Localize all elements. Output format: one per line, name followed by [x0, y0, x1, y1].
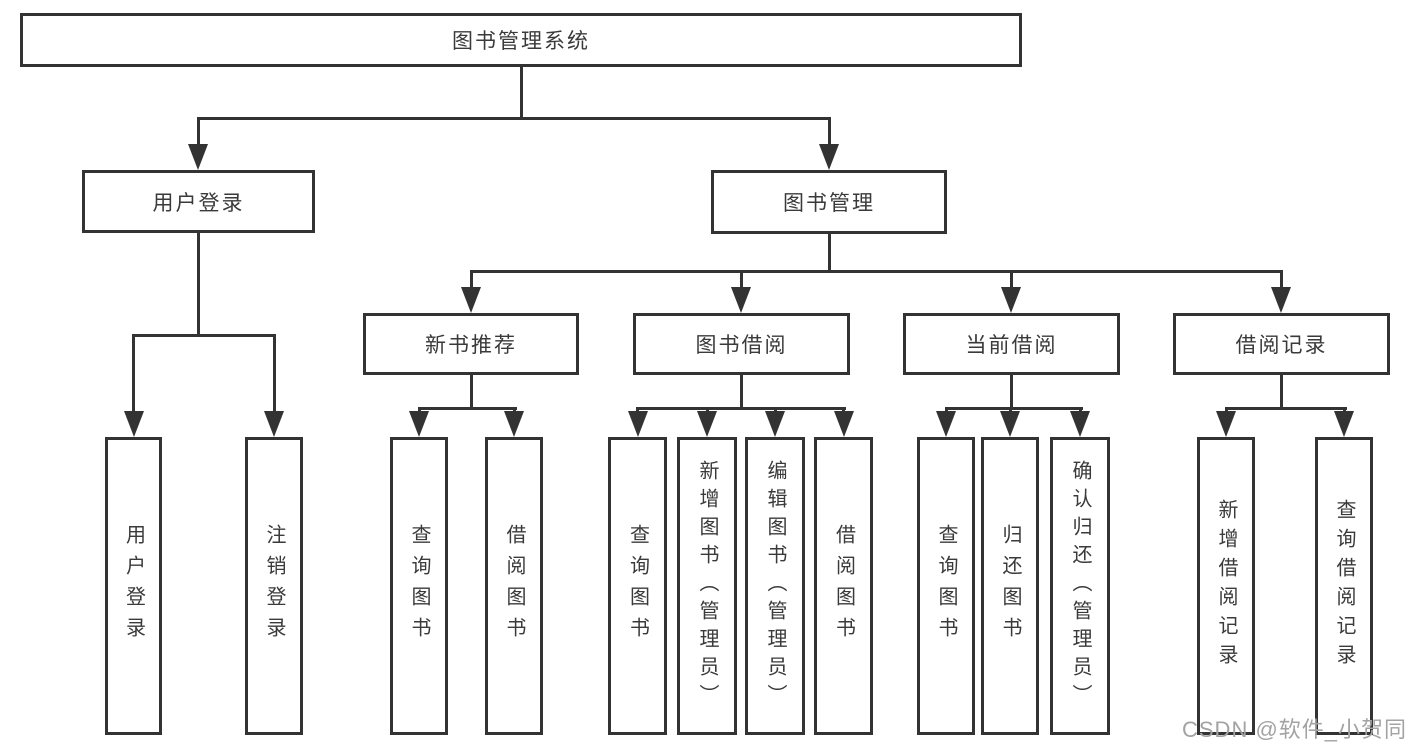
arrowhead-leaf [409, 411, 429, 437]
arrowhead-new-book [461, 287, 481, 313]
leaf-user-login-label: 用户登录 [122, 524, 145, 648]
leaf-user-login: 用户登录 [105, 437, 162, 735]
node-book-borrow-label: 图书借阅 [695, 334, 788, 357]
leaf-edit-books-admin-label: 编辑图书（管理员） [764, 460, 786, 712]
connector-borrow-records-stem [1280, 374, 1283, 410]
connector-book-borrow-stem [740, 374, 743, 410]
node-book-management-label: 图书管理 [783, 192, 875, 215]
connector-drop-book-borrow [740, 270, 743, 289]
connector-rail-new-book [418, 407, 517, 410]
arrowhead-leaf [834, 411, 854, 437]
arrowhead-leaf [1000, 411, 1020, 437]
leaf-logout-label: 注销登录 [263, 524, 285, 648]
node-library-system: 图书管理系统 [20, 13, 1022, 67]
leaf-edit-books-admin: 编辑图书（管理员） [745, 437, 805, 735]
leaf-borrow-books-recommend-label: 借阅图书 [503, 524, 525, 648]
connector-new-book-stem [470, 374, 473, 410]
watermark: CSDN @软件_小贺同学 [1182, 717, 1405, 742]
leaf-query-books-recommend-label: 查询图书 [408, 524, 430, 648]
arrowhead-leaf [697, 411, 717, 437]
arrowhead-borrow-records [1271, 287, 1291, 313]
connector-user-login-stem [197, 232, 200, 337]
leaf-query-books-borrow-label: 查询图书 [626, 524, 649, 648]
leaf-borrow-books-label: 借阅图书 [832, 524, 855, 648]
node-new-book-recommend: 新书推荐 [363, 313, 579, 375]
node-borrow-records-label: 借阅记录 [1235, 334, 1328, 357]
leaf-return-books-label: 归还图书 [999, 524, 1021, 648]
leaf-query-books-recommend: 查询图书 [390, 437, 448, 735]
connector-level2-rail [470, 270, 1282, 273]
leaf-add-books-admin: 新增图书（管理员） [677, 437, 737, 735]
leaf-add-borrow-record-label: 新增借阅记录 [1215, 499, 1237, 673]
arrowhead-leaf [504, 411, 524, 437]
arrowhead-current-borrow [1001, 287, 1021, 313]
node-new-book-recommend-label: 新书推荐 [425, 334, 517, 357]
connector-user-login-rail [132, 334, 276, 337]
leaf-logout: 注销登录 [245, 437, 303, 735]
node-book-management: 图书管理 [711, 170, 947, 234]
connector-drop-borrow-records [1280, 270, 1283, 289]
connector-root-stem [520, 66, 523, 119]
arrowhead-leaf-logout [264, 411, 284, 437]
arrowhead-book-mgmt [819, 144, 839, 170]
arrowhead-leaf [1216, 411, 1236, 437]
leaf-query-books-borrow: 查询图书 [608, 437, 667, 735]
node-borrow-records: 借阅记录 [1173, 313, 1390, 375]
leaf-add-borrow-record: 新增借阅记录 [1197, 437, 1255, 735]
leaf-confirm-return-admin-label: 确认归还（管理员） [1069, 460, 1091, 712]
connector-rail-current-borrow [945, 407, 1083, 410]
node-user-login: 用户登录 [82, 170, 315, 233]
node-current-borrow: 当前借阅 [903, 313, 1120, 375]
leaf-return-books: 归还图书 [981, 437, 1039, 735]
arrowhead-book-borrow [731, 287, 751, 313]
arrowhead-leaf [765, 411, 785, 437]
arrowhead-leaf [936, 411, 956, 437]
node-library-system-label: 图书管理系统 [452, 30, 590, 53]
connector-current-borrow-stem [1010, 374, 1013, 410]
leaf-query-books-current: 查询图书 [917, 437, 975, 735]
node-current-borrow-label: 当前借阅 [965, 334, 1058, 357]
leaf-add-books-admin-label: 新增图书（管理员） [696, 460, 718, 712]
connector-book-mgmt-stem [828, 233, 831, 273]
arrowhead-leaf-login [124, 411, 144, 437]
node-book-borrow: 图书借阅 [633, 313, 850, 375]
arrowhead-user-login [188, 144, 208, 170]
connector-rail-book-borrow [636, 407, 846, 410]
connector-drop-book-mgmt [828, 117, 831, 145]
connector-drop-leaf-logout [273, 334, 276, 412]
connector-rail-borrow-records [1225, 407, 1347, 410]
connector-drop-current-borrow [1010, 270, 1013, 289]
leaf-confirm-return-admin: 确认归还（管理员） [1050, 437, 1110, 735]
arrowhead-leaf [1070, 411, 1090, 437]
arrowhead-leaf [628, 411, 648, 437]
connector-drop-new-book [470, 270, 473, 289]
leaf-borrow-books-recommend: 借阅图书 [485, 437, 543, 735]
arrowhead-leaf [1334, 411, 1354, 437]
leaf-query-books-current-label: 查询图书 [935, 524, 957, 648]
leaf-borrow-books: 借阅图书 [814, 437, 873, 735]
leaf-query-borrow-record: 查询借阅记录 [1315, 437, 1373, 735]
connector-drop-user-login [197, 117, 200, 145]
connector-drop-leaf-login [132, 334, 135, 412]
leaf-query-borrow-record-label: 查询借阅记录 [1333, 499, 1355, 673]
node-user-login-label: 用户登录 [152, 191, 245, 215]
connector-level1-rail [197, 117, 830, 120]
